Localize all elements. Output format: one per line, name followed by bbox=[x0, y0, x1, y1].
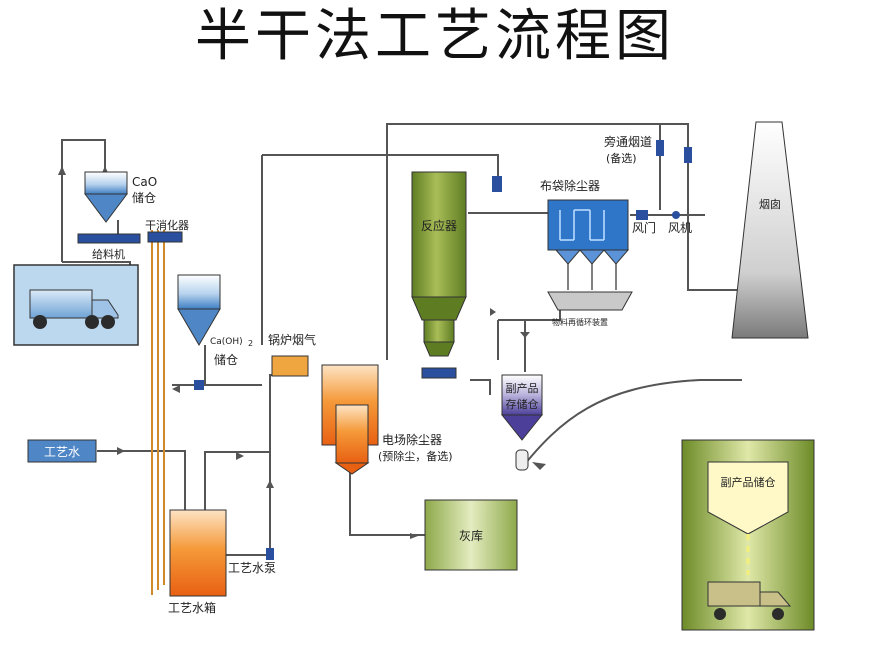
feeder-label: 给料机 bbox=[92, 247, 125, 261]
water-pump[interactable] bbox=[266, 548, 274, 560]
cao-silo bbox=[84, 171, 128, 223]
bypass-valve-right[interactable] bbox=[684, 147, 692, 163]
baghouse-filter bbox=[547, 199, 630, 290]
byproduct-storage bbox=[681, 439, 815, 631]
baghouse-label: 布袋除尘器 bbox=[540, 178, 600, 193]
recirculation-device bbox=[547, 291, 633, 311]
process-water-tank bbox=[169, 509, 227, 597]
hydrator-label: 干消化器 bbox=[145, 218, 189, 232]
reactor-discharge-feeder[interactable] bbox=[421, 367, 457, 379]
caoh2-silo-label: Ca(OH) bbox=[210, 337, 243, 347]
caoh2-silo-subscript: 2 bbox=[248, 339, 253, 348]
truck-unloading-station bbox=[13, 264, 139, 346]
electrostatic-precipitator bbox=[321, 364, 379, 475]
hydrator[interactable] bbox=[147, 231, 183, 243]
bypass-note: (备选) bbox=[606, 151, 637, 165]
caoh2-silo bbox=[177, 274, 221, 390]
byproduct-storage-label: 副产品储仓 bbox=[721, 475, 776, 489]
chimney-label: 烟囱 bbox=[759, 197, 781, 211]
byproduct-bin bbox=[500, 374, 544, 471]
fan[interactable] bbox=[672, 211, 680, 219]
water-lines bbox=[151, 230, 165, 595]
caoh2-silo-label-2: 储仓 bbox=[214, 352, 238, 367]
process-water-label: 工艺水 bbox=[44, 445, 80, 459]
esp-note: (预除尘，备选) bbox=[378, 449, 453, 463]
damper[interactable] bbox=[636, 210, 648, 220]
bypass-label: 旁通烟道 bbox=[604, 134, 652, 149]
ash-store bbox=[424, 499, 518, 571]
reactor bbox=[411, 171, 467, 357]
water-tank-label: 工艺水箱 bbox=[168, 600, 216, 615]
water-pump-label: 工艺水泵 bbox=[228, 561, 276, 575]
diagram-title: 半干法工艺流程图 bbox=[195, 4, 675, 69]
flow-arrows bbox=[58, 166, 546, 539]
byproduct-bin-label: 副产品 bbox=[506, 381, 539, 395]
damper-label: 风门 bbox=[632, 220, 656, 235]
bypass-valve-left[interactable] bbox=[656, 140, 664, 156]
flue-valve[interactable] bbox=[492, 176, 502, 192]
boiler-flue-gas-label: 锅炉烟气 bbox=[268, 332, 316, 347]
chimney bbox=[731, 121, 809, 339]
reactor-label: 反应器 bbox=[421, 218, 457, 233]
recirculation-label: 物料再循环装置 bbox=[552, 317, 608, 327]
cao-silo-label-2: 储仓 bbox=[132, 190, 156, 205]
cao-silo-label: CaO bbox=[132, 175, 157, 189]
esp-label: 电场除尘器 bbox=[382, 432, 442, 447]
byproduct-bin-label-2: 存储仓 bbox=[506, 397, 539, 411]
feeder-belt[interactable] bbox=[77, 233, 141, 244]
fan-label: 风机 bbox=[668, 221, 692, 235]
boiler-flue-gas-box bbox=[271, 355, 309, 377]
process-water-box bbox=[27, 439, 97, 463]
ash-store-label: 灰库 bbox=[459, 528, 483, 543]
